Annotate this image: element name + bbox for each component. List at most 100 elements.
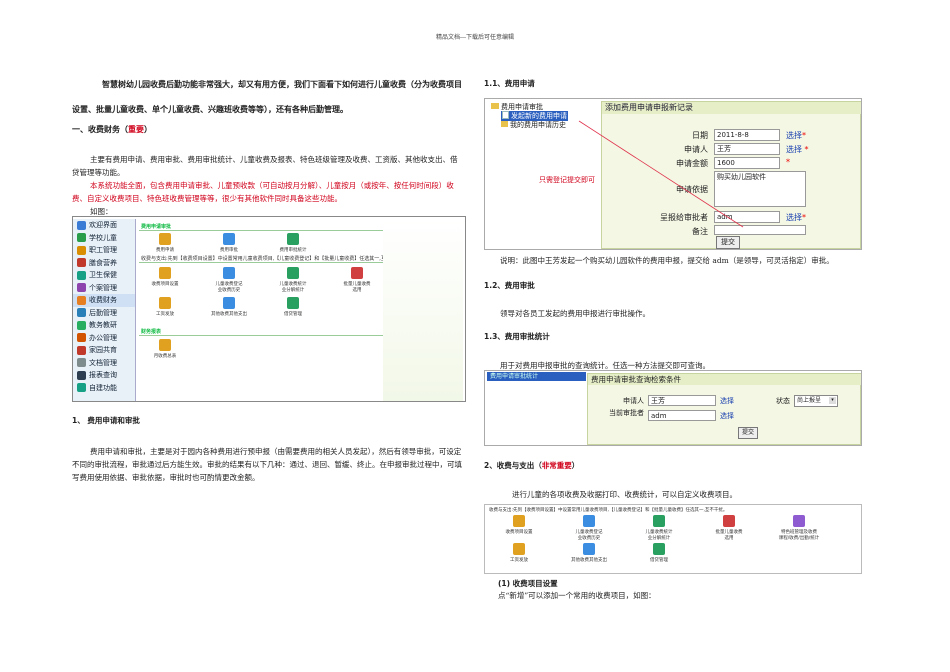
module-icon	[653, 543, 665, 555]
folder-icon	[491, 103, 499, 109]
module-icon	[351, 267, 363, 279]
module-button[interactable]: 批量儿童收费 选用	[333, 267, 381, 293]
module-button[interactable]: 其他收费其他支出	[205, 297, 253, 317]
s12-title: 1.2、费用审批	[484, 281, 535, 290]
q-status-dropdown[interactable]: 尚上报呈 ▾	[794, 395, 838, 407]
sidebar-item[interactable]: 学校儿童	[73, 232, 135, 245]
module-button[interactable]: 儿童收费统计 业分解统计	[269, 267, 317, 293]
q-applicant-field[interactable]: 王芳	[648, 395, 716, 406]
sidebar-item[interactable]: 个案管理	[73, 282, 135, 295]
applicant-select-link[interactable]: 选择 *	[786, 145, 809, 154]
module-label: 费用审批	[220, 248, 238, 253]
sidebar-item[interactable]: 家园共育	[73, 344, 135, 357]
q-applicant-select[interactable]: 选择	[720, 397, 734, 405]
section-2-body: 进行儿童的各项收费及收据打印、收费统计，可以自定义收费项目。	[512, 490, 737, 499]
module-button[interactable]: 费用审批统计	[269, 233, 317, 253]
section-1-close: ）	[144, 125, 152, 134]
module-button[interactable]: 费用申请	[141, 233, 189, 253]
module-button[interactable]: 月收费总表	[141, 339, 189, 359]
subsection-1-body: 费用申请和审批，主要是对于园内各种费用进行预申报（由需要费用的相关人员发起），然…	[72, 447, 462, 482]
tree-item-history-label: 我的费用申请历史	[510, 121, 566, 129]
sidebar-item-label: 职工管理	[89, 246, 117, 255]
q-approver-label: 当前审批者	[609, 409, 644, 417]
q-submit-button[interactable]: 提交	[738, 427, 758, 439]
module-icon	[513, 515, 525, 527]
remark-field[interactable]	[714, 225, 806, 235]
divider	[139, 262, 459, 263]
menu-icon	[77, 283, 86, 293]
tree-root[interactable]: 费用申请审批	[491, 102, 543, 112]
tree-item-history[interactable]: 我的费用申请历史	[501, 120, 566, 130]
section-2-close: ）	[571, 461, 580, 470]
s11-description: 说明：此图中王芳发起一个购买幼儿园软件的费用申报，提交给 adm（是领导，可灵活…	[500, 256, 834, 265]
sidebar-item[interactable]: 膳食营养	[73, 257, 135, 270]
module-button[interactable]: 费用审批	[205, 233, 253, 253]
sidebar-item-label: 卫生保健	[89, 271, 117, 280]
s13-title: 1.3、费用审批统计	[484, 332, 550, 341]
approver-field[interactable]: adm	[714, 211, 780, 223]
date-select-link[interactable]: 选择*	[786, 131, 806, 140]
module-button[interactable]: 收费项目设置	[495, 515, 543, 535]
module-icon	[583, 543, 595, 555]
applicant-field[interactable]: 王芳	[714, 143, 780, 155]
sidebar-item[interactable]: 收费财务	[73, 294, 135, 307]
module-icon	[159, 233, 171, 245]
tree-item-new-request[interactable]: 发起新的费用申请	[501, 111, 568, 121]
amount-label: 申请金额	[676, 159, 708, 168]
figure-label: 如图：	[90, 207, 113, 216]
sidebar-item-label: 文档管理	[89, 358, 117, 367]
menu-icon	[77, 245, 86, 255]
sidebar-item-label: 个案管理	[89, 283, 117, 292]
module-button[interactable]: 批量儿童收费 选用	[705, 515, 753, 541]
sidebar-item[interactable]: 卫生保健	[73, 269, 135, 282]
module-icon	[159, 297, 171, 309]
document-icon	[502, 111, 509, 119]
s11-title: 1.1、费用申请	[484, 79, 535, 88]
module-button[interactable]: 儿童收费统计 业分解统计	[635, 515, 683, 541]
section-1-body: 主要有费用申请、费用审批、费用审批统计、儿童收费及报表、特色班级管理及收费、工资…	[72, 155, 458, 177]
chevron-down-icon: ▾	[829, 397, 836, 404]
query-tab[interactable]: 费用申请审批统计	[487, 372, 586, 381]
module-button[interactable]: 收费项目设置	[141, 267, 189, 287]
module-icon	[653, 515, 665, 527]
q-approver-field[interactable]: adm	[648, 410, 716, 421]
module-icon	[287, 233, 299, 245]
module-button[interactable]: 其他收费其他支出	[565, 543, 613, 563]
q-approver-select[interactable]: 选择	[720, 412, 734, 420]
module-button[interactable]: 借贷管理	[269, 297, 317, 317]
date-field[interactable]: 2011-8-8	[714, 129, 780, 141]
amount-field[interactable]: 1600	[714, 157, 780, 169]
submit-button[interactable]: 提交	[716, 236, 740, 249]
module-button[interactable]: 特色班管理及收费 课程/收费/出勤/统计	[775, 515, 823, 541]
sidebar-item[interactable]: 后勤管理	[73, 307, 135, 320]
sidebar-item[interactable]: 职工管理	[73, 244, 135, 257]
module-label: 借贷管理	[650, 558, 668, 563]
module-button[interactable]: 工资发放	[141, 297, 189, 317]
applicant-label: 申请人	[684, 145, 708, 154]
q-applicant-label: 申请人	[623, 397, 644, 405]
panel-section-a-title: 费用申请审批	[141, 224, 172, 230]
section-1-highlight: 本系统功能全面，包含费用申请审批、儿童预收款（可自动按月分解）、儿童按月（或按年…	[72, 181, 454, 203]
module-button[interactable]: 儿童收费登记 业收费历史	[565, 515, 613, 541]
approver-select-link[interactable]: 选择*	[786, 213, 806, 222]
sidebar-item[interactable]: 自建功能	[73, 382, 135, 395]
sidebar-item[interactable]: 教务教研	[73, 319, 135, 332]
sidebar-item[interactable]: 办公管理	[73, 332, 135, 345]
sidebar-item[interactable]: 欢迎界面	[73, 219, 135, 232]
module-icon	[223, 267, 235, 279]
sidebar-item[interactable]: 文档管理	[73, 357, 135, 370]
approval-query-screenshot: 费用申请审批统计 费用申请审批查询检索条件 申请人 王芳 选择 状态 尚上报呈 …	[484, 370, 862, 446]
module-button[interactable]: 儿童收费登记 业收费历史	[205, 267, 253, 293]
module-button[interactable]: 工资发放	[495, 543, 543, 563]
sidebar-item[interactable]: 报表查询	[73, 369, 135, 382]
module-label: 费用申请	[156, 248, 174, 253]
module-icon	[287, 297, 299, 309]
required-mark: *	[786, 158, 790, 167]
sidebar-item-label: 后勤管理	[89, 308, 117, 317]
basis-label: 申请依据	[676, 185, 708, 194]
menu-icon	[77, 370, 86, 380]
basis-textarea[interactable]: 购买幼儿园软件	[714, 171, 806, 207]
module-button[interactable]: 借贷管理	[635, 543, 683, 563]
module-panel: 费用申请审批 费用申请费用审批费用审批统计 收费与支出:先到【收费项目设置】中设…	[137, 219, 463, 401]
module-icon	[287, 267, 299, 279]
